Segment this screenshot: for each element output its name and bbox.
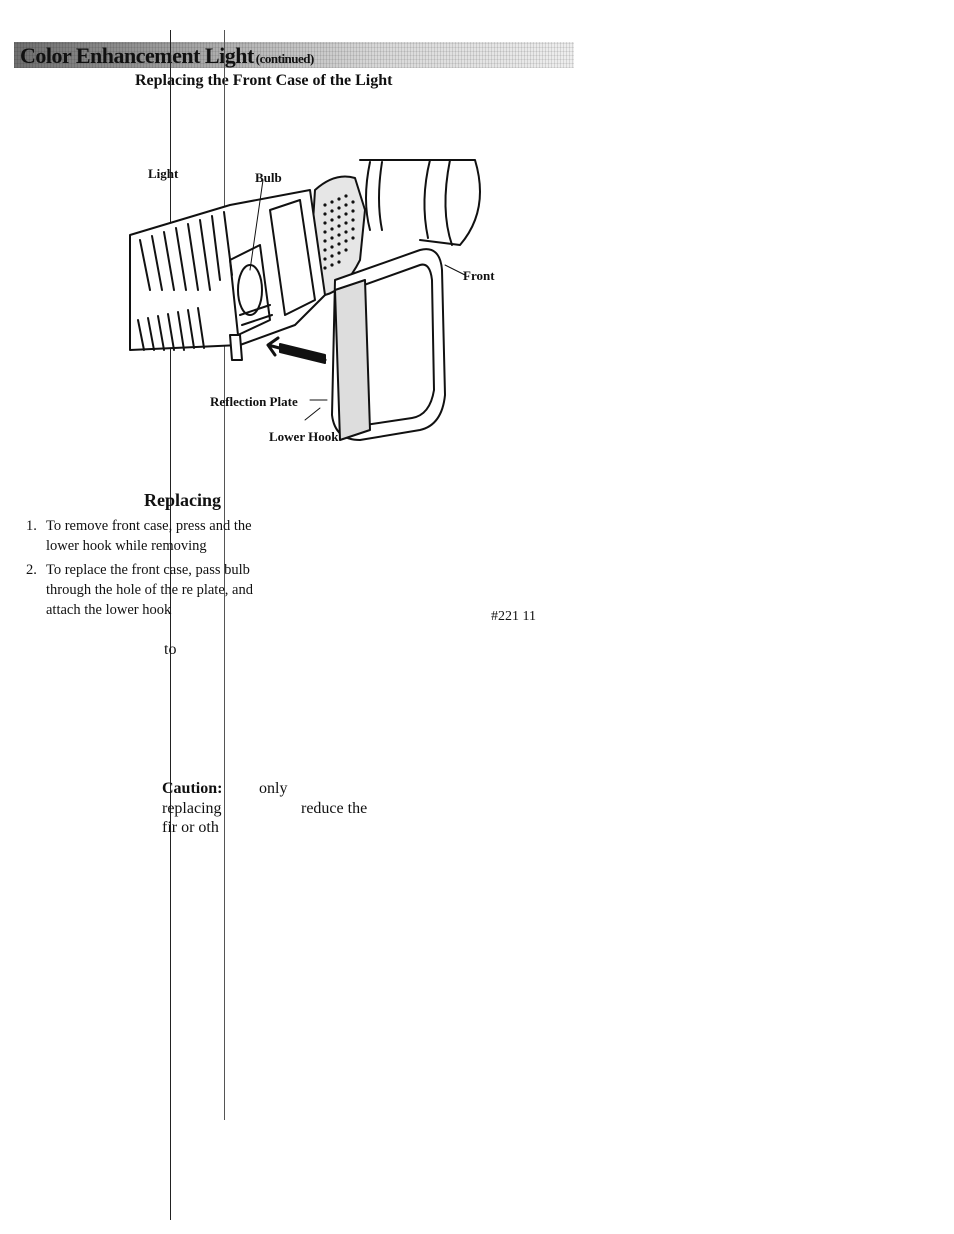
step-text: To replace the front case, pass bulb thr…: [46, 562, 253, 618]
figure-id: #221 11: [491, 609, 536, 624]
header-title: Color Enhancement Light(continued): [20, 43, 314, 68]
fragment-to: to: [164, 641, 177, 658]
step-number: 1.: [26, 518, 37, 534]
step-number: 2.: [26, 562, 37, 578]
fragment-reduce-the: reduce the: [301, 800, 368, 817]
fragment-only: only: [259, 780, 288, 797]
label-light: Light: [148, 166, 179, 181]
label-front: Front: [463, 268, 495, 283]
light-diagram: [120, 150, 520, 450]
step-text: To remove front case, press and the lowe…: [46, 518, 252, 554]
header-banner: Color Enhancement Light(continued): [14, 42, 574, 68]
step-item: 2. To replace the front case, pass bulb …: [26, 560, 256, 620]
fragment-replacing: replacing: [162, 800, 222, 817]
label-reflection-plate: Reflection Plate: [210, 394, 298, 409]
label-lower-hook: Lower Hook: [269, 429, 339, 444]
scan-line-right: [224, 30, 225, 1120]
page-subtitle: Replacing the Front Case of the Light: [135, 72, 393, 89]
header-title-text: Color Enhancement Light: [20, 43, 254, 68]
caution-label: Caution:: [162, 780, 223, 797]
fragment-fire-or-oth: fir or oth: [162, 819, 219, 836]
light-diagram-illustration: [129, 159, 481, 441]
step-list: 1. To remove front case, press and the l…: [26, 516, 256, 624]
step-item: 1. To remove front case, press and the l…: [26, 516, 256, 556]
label-bulb: Bulb: [255, 170, 282, 185]
section-title: Replacing: [144, 490, 222, 510]
header-continued: (continued): [255, 51, 315, 66]
scan-line-left: [170, 30, 171, 1220]
